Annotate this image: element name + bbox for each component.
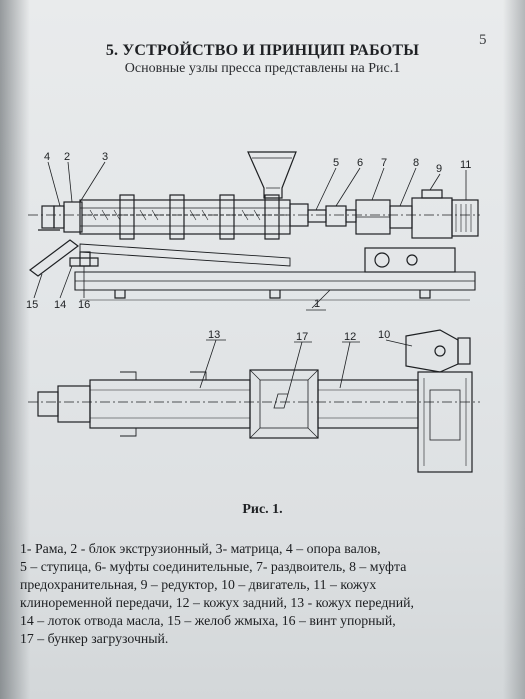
- side-view-labels: 4 2 3 5 6 7 8 9 11 15 14 16 1: [26, 151, 471, 311]
- page-shadow-right: [503, 0, 525, 699]
- side-view: [28, 151, 480, 301]
- figure-caption: Рис. 1.: [242, 502, 283, 517]
- label-11: 11: [460, 159, 471, 171]
- label-12: 12: [344, 331, 356, 343]
- side-view-leaders: [33, 161, 467, 311]
- section-heading: 5. УСТРОЙСТВО И ПРИНЦИП РАБОТЫ: [105, 42, 420, 59]
- section-subheading: Основные узлы пресса представлены на Рис…: [124, 61, 401, 76]
- label-8: 8: [413, 157, 419, 169]
- label-10: 10: [378, 329, 390, 341]
- top-view-leaders: [199, 339, 413, 395]
- label-7: 7: [381, 157, 387, 169]
- figure-legend: 1- Рама, 2 - блок экструзионный, 3- матр…: [20, 541, 414, 646]
- label-1: 1: [314, 298, 320, 310]
- label-2: 2: [64, 151, 70, 163]
- label-3: 3: [102, 151, 108, 163]
- page-number: 5: [479, 32, 487, 48]
- page-shadow-left: [0, 0, 30, 699]
- label-9: 9: [436, 163, 442, 175]
- label-17: 17: [296, 331, 308, 343]
- label-15: 15: [26, 299, 38, 311]
- top-view-labels: 13 17 12 10: [208, 329, 390, 343]
- label-6: 6: [357, 157, 363, 169]
- top-view: [28, 329, 480, 473]
- label-13: 13: [208, 329, 220, 341]
- label-5: 5: [333, 157, 339, 169]
- press-technical-drawing: 4 2 3 5 6 7 8 9 11 15 14 16 1: [26, 151, 480, 473]
- label-14: 14: [54, 299, 66, 311]
- label-16: 16: [78, 299, 90, 311]
- label-4: 4: [44, 151, 50, 163]
